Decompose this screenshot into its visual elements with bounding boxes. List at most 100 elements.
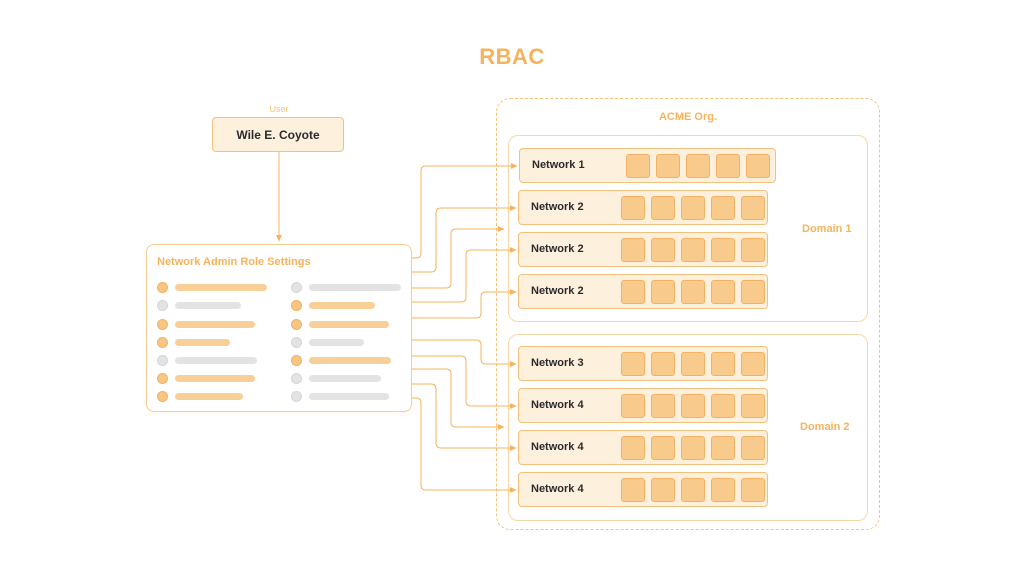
role-to-network-connector xyxy=(412,205,517,273)
resource-block[interactable] xyxy=(681,280,705,304)
network-resources xyxy=(621,196,765,220)
resource-block[interactable] xyxy=(741,196,765,220)
resource-block[interactable] xyxy=(686,154,710,178)
role-setting-item[interactable] xyxy=(291,372,381,384)
resource-block[interactable] xyxy=(681,238,705,262)
network-resources xyxy=(621,394,765,418)
resource-block[interactable] xyxy=(741,352,765,376)
network-row[interactable]: Network 2 xyxy=(518,232,768,267)
role-setting-item[interactable] xyxy=(157,390,243,402)
enabled-dot-icon xyxy=(291,299,302,311)
network-resources xyxy=(621,238,765,262)
network-row[interactable]: Network 1 xyxy=(519,148,776,183)
resource-block[interactable] xyxy=(621,394,645,418)
resource-block[interactable] xyxy=(711,436,735,460)
setting-placeholder-bar xyxy=(309,374,381,382)
disabled-dot-icon xyxy=(157,354,168,366)
resource-block[interactable] xyxy=(716,154,740,178)
disabled-dot-icon xyxy=(291,390,302,402)
enabled-dot-icon xyxy=(157,281,168,293)
enabled-dot-icon xyxy=(157,372,168,384)
resource-block[interactable] xyxy=(681,478,705,502)
setting-placeholder-bar xyxy=(175,283,267,291)
setting-placeholder-bar xyxy=(175,356,257,364)
setting-placeholder-bar xyxy=(309,392,389,400)
resource-block[interactable] xyxy=(621,436,645,460)
domain-2-label: Domain 2 xyxy=(800,421,850,433)
resource-block[interactable] xyxy=(711,280,735,304)
user-name: Wile E. Coyote xyxy=(236,127,320,142)
resource-block[interactable] xyxy=(711,352,735,376)
network-resources xyxy=(621,478,765,502)
network-row[interactable]: Network 4 xyxy=(518,430,768,465)
enabled-dot-icon xyxy=(291,354,302,366)
resource-block[interactable] xyxy=(651,394,675,418)
enabled-dot-icon xyxy=(157,318,168,330)
role-to-network-connector xyxy=(412,226,505,289)
resource-block[interactable] xyxy=(741,238,765,262)
resource-block[interactable] xyxy=(651,352,675,376)
resource-block[interactable] xyxy=(651,196,675,220)
resource-block[interactable] xyxy=(681,436,705,460)
resource-block[interactable] xyxy=(681,394,705,418)
role-setting-item[interactable] xyxy=(291,336,364,348)
resource-block[interactable] xyxy=(681,196,705,220)
resource-block[interactable] xyxy=(621,478,645,502)
network-row[interactable]: Network 3 xyxy=(518,346,768,381)
setting-placeholder-bar xyxy=(175,374,255,382)
network-label: Network 4 xyxy=(531,399,584,411)
resource-block[interactable] xyxy=(711,238,735,262)
role-setting-item[interactable] xyxy=(157,318,255,330)
resource-block[interactable] xyxy=(741,478,765,502)
disabled-dot-icon xyxy=(291,372,302,384)
role-setting-item[interactable] xyxy=(157,336,230,348)
network-resources xyxy=(621,352,765,376)
role-settings-panel[interactable]: Network Admin Role Settings xyxy=(146,244,412,412)
resource-block[interactable] xyxy=(651,238,675,262)
resource-block[interactable] xyxy=(711,478,735,502)
disabled-dot-icon xyxy=(157,299,168,311)
user-caption: User xyxy=(269,104,289,114)
role-setting-item[interactable] xyxy=(157,354,257,366)
setting-placeholder-bar xyxy=(175,392,243,400)
role-to-network-connector xyxy=(412,289,517,319)
setting-placeholder-bar xyxy=(309,338,364,346)
resource-block[interactable] xyxy=(741,280,765,304)
resource-block[interactable] xyxy=(741,394,765,418)
role-setting-item[interactable] xyxy=(157,281,267,293)
resource-block[interactable] xyxy=(651,478,675,502)
setting-placeholder-bar xyxy=(175,301,241,309)
role-setting-item[interactable] xyxy=(157,372,255,384)
role-setting-item[interactable] xyxy=(291,281,401,293)
resource-block[interactable] xyxy=(651,436,675,460)
setting-placeholder-bar xyxy=(309,356,391,364)
resource-block[interactable] xyxy=(711,196,735,220)
resource-block[interactable] xyxy=(711,394,735,418)
resource-block[interactable] xyxy=(621,196,645,220)
user-node[interactable]: Wile E. Coyote xyxy=(212,117,344,152)
org-container xyxy=(496,98,880,530)
role-setting-item[interactable] xyxy=(157,299,241,311)
resource-block[interactable] xyxy=(621,280,645,304)
network-row[interactable]: Network 2 xyxy=(518,274,768,309)
resource-block[interactable] xyxy=(621,352,645,376)
setting-placeholder-bar xyxy=(309,320,389,328)
resource-block[interactable] xyxy=(651,280,675,304)
role-to-network-connector xyxy=(412,163,518,259)
network-label: Network 2 xyxy=(531,243,584,255)
network-row[interactable]: Network 4 xyxy=(518,388,768,423)
resource-block[interactable] xyxy=(621,238,645,262)
resource-block[interactable] xyxy=(746,154,770,178)
role-setting-item[interactable] xyxy=(291,354,391,366)
network-label: Network 1 xyxy=(532,159,585,171)
role-setting-item[interactable] xyxy=(291,318,389,330)
resource-block[interactable] xyxy=(656,154,680,178)
role-setting-item[interactable] xyxy=(291,390,389,402)
resource-block[interactable] xyxy=(741,436,765,460)
resource-block[interactable] xyxy=(626,154,650,178)
role-setting-item[interactable] xyxy=(291,299,375,311)
network-row[interactable]: Network 4 xyxy=(518,472,768,507)
network-row[interactable]: Network 2 xyxy=(518,190,768,225)
resource-block[interactable] xyxy=(681,352,705,376)
